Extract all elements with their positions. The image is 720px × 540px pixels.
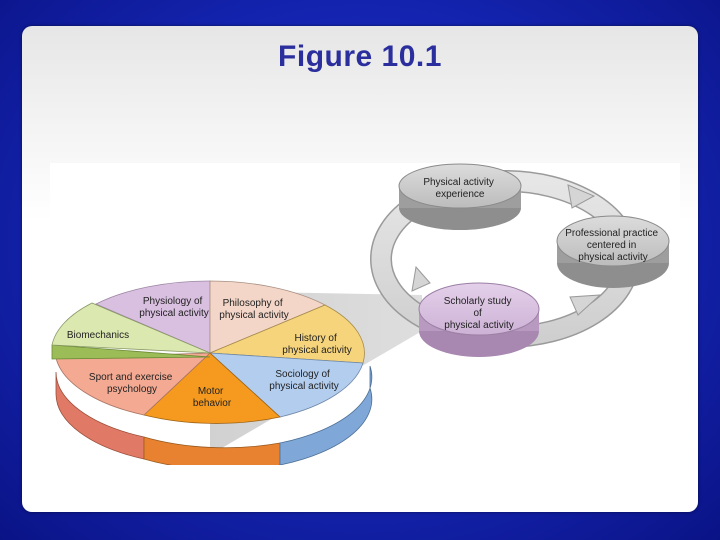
- label-biomechanics: Biomechanics: [67, 330, 129, 341]
- slide-title: Figure 10.1: [0, 40, 720, 74]
- figure-area: Physical activity experience Professiona…: [50, 163, 680, 465]
- label-motor-behavior: Motor behavior: [193, 386, 232, 409]
- label-physiology: Physiology of physical activity: [139, 296, 208, 319]
- diagram-svg: Physical activity experience Professiona…: [50, 163, 680, 465]
- label-philosophy: Philosophy of physical activity: [219, 298, 288, 321]
- label-sociology: Sociology of physical activity: [269, 369, 338, 392]
